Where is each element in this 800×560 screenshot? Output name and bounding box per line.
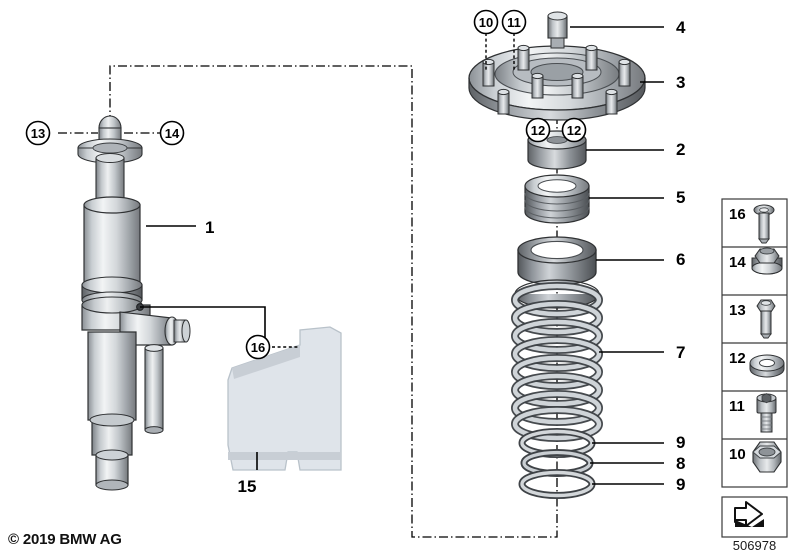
- ribbed-spacer-5: [524, 174, 590, 224]
- callout-8-label: 8: [676, 454, 685, 473]
- legend-item-10[interactable]: 10: [729, 441, 782, 473]
- legend-number-13: 13: [729, 302, 746, 319]
- torx-pan-head-bolt-icon: [753, 204, 775, 244]
- callout-9-upper-label: 9: [676, 433, 685, 452]
- callout-13[interactable]: 13: [25, 120, 51, 146]
- copyright-notice: © 2019 BMW AG: [8, 531, 122, 548]
- legend-number-14: 14: [729, 254, 746, 271]
- callout-16-label: 16: [251, 340, 265, 355]
- callout-3-label: 3: [676, 73, 685, 92]
- callout-4-label: 4: [676, 18, 686, 37]
- legend-item-16[interactable]: 16: [729, 204, 775, 244]
- callout-12-right[interactable]: 12: [561, 117, 587, 143]
- strut-mount-3: [468, 11, 646, 121]
- callout-1-label: 1: [205, 218, 214, 237]
- centerline-link-top: [109, 65, 413, 300]
- diagram-id-box: [721, 496, 788, 538]
- legend-item-14[interactable]: 14: [729, 247, 783, 275]
- centerline-link-bottom: [411, 300, 558, 538]
- legend-item-11[interactable]: 11: [729, 393, 777, 433]
- callout-13-label: 13: [31, 126, 45, 141]
- direction-arrow-icon: [734, 501, 764, 527]
- callout-9-lower-label: 9: [676, 475, 685, 494]
- callout-11[interactable]: 11: [501, 9, 527, 35]
- legend-panel: 16 14 13: [721, 198, 788, 488]
- callout-10-label: 10: [479, 15, 493, 30]
- callout-12-left-label: 12: [531, 123, 545, 138]
- strut-assembly: [77, 115, 191, 491]
- ghost-part-15: [227, 326, 342, 471]
- legend-item-13[interactable]: 13: [729, 299, 776, 339]
- callout-12-right-label: 12: [567, 123, 581, 138]
- callout-5-label: 5: [676, 188, 685, 207]
- callout-14-label: 14: [165, 126, 180, 141]
- legend-number-10: 10: [729, 446, 746, 463]
- callout-6-label: 6: [676, 250, 685, 269]
- legend-number-12: 12: [729, 350, 746, 367]
- callout-16[interactable]: 16: [245, 334, 271, 360]
- diagram-id-label: 506978: [732, 538, 777, 553]
- spring-seat-6: [517, 236, 597, 286]
- callout-15-label: 15: [238, 477, 257, 496]
- callout-10[interactable]: 10: [473, 9, 499, 35]
- hex-head-bolt-icon: [756, 299, 776, 339]
- legend-item-12[interactable]: 12: [729, 350, 785, 378]
- callout-14[interactable]: 14: [159, 120, 185, 146]
- callout-2-label: 2: [676, 140, 685, 159]
- flat-washer-icon: [749, 354, 785, 378]
- flange-nut-icon: [751, 247, 783, 275]
- leader-lines: [58, 26, 664, 485]
- legend-number-11: 11: [729, 398, 745, 415]
- legend-number-16: 16: [729, 206, 746, 223]
- socket-head-cap-screw-icon: [756, 393, 777, 433]
- callout-7-label: 7: [676, 343, 685, 362]
- hex-nut-icon: [752, 441, 782, 473]
- coil-spring-7: [511, 279, 603, 442]
- callout-12-left[interactable]: 12: [525, 117, 551, 143]
- callout-11-label: 11: [507, 15, 521, 30]
